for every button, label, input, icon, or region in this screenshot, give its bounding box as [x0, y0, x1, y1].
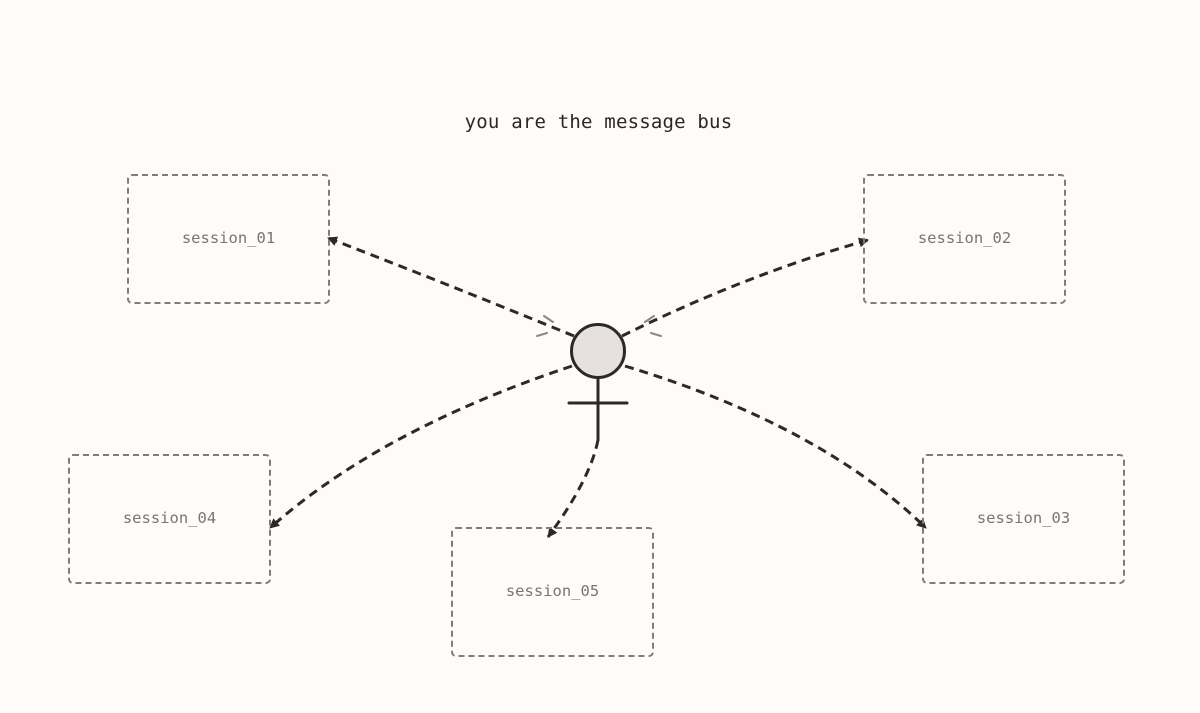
session-box-05: session_05 [451, 527, 654, 657]
session-label-05: session_05 [505, 582, 600, 600]
arrow-to-session-05 [546, 439, 600, 538]
arrow-to-session-03 [624, 364, 928, 530]
session-box-04: session_04 [68, 454, 271, 584]
stress-marks [536, 315, 662, 337]
session-label-04: session_04 [122, 509, 217, 527]
arrow-to-session-02 [621, 237, 869, 338]
diagram-title: you are the message bus [464, 111, 733, 133]
session-box-03: session_03 [922, 454, 1125, 584]
arrow-to-session-04 [269, 364, 573, 530]
session-label-03: session_03 [976, 509, 1071, 527]
session-label-01: session_01 [181, 229, 276, 247]
session-label-02: session_02 [917, 229, 1012, 247]
person-icon [567, 323, 629, 442]
arrow-to-session-01 [327, 236, 575, 338]
session-box-02: session_02 [863, 174, 1066, 304]
session-box-01: session_01 [127, 174, 330, 304]
